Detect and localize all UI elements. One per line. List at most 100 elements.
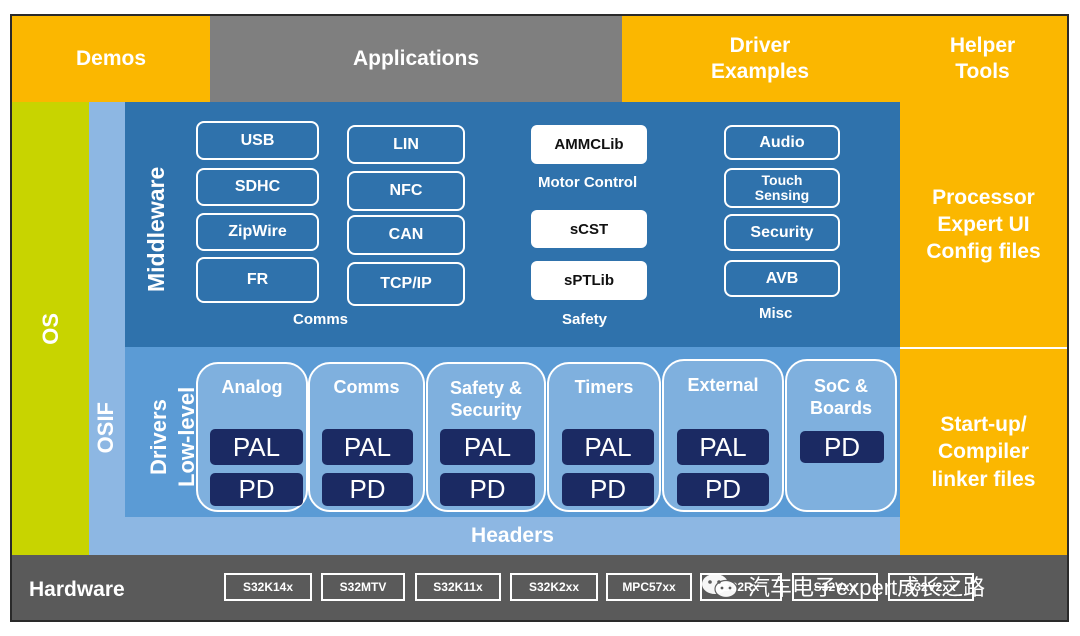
chip-label: S32V2xx: [906, 580, 956, 594]
pd-label: PD: [823, 431, 861, 462]
chip-box: S32Vxx: [792, 573, 878, 601]
pd-box: PD: [322, 473, 413, 506]
applications-label: Applications: [352, 46, 479, 70]
pal-box: PAL: [322, 429, 413, 465]
pal-label: PAL: [232, 431, 281, 462]
pal-label: PAL: [343, 431, 392, 462]
driver-column-title: Comms: [333, 377, 400, 397]
driver-column-title: Timers: [574, 377, 634, 397]
pal-box: PAL: [562, 429, 654, 465]
pd-box: PD: [562, 473, 654, 506]
driver-column-title: Analog: [221, 377, 283, 397]
applications-block: Applications: [210, 16, 622, 102]
motor-control-caption: Motor Control: [538, 174, 638, 191]
nfc-box: NFC: [347, 171, 465, 211]
low-level-drivers-label: Low-level Drivers: [144, 372, 202, 502]
sptlib-label: sPTLib: [563, 272, 614, 289]
misc-caption: Misc: [759, 305, 793, 322]
scst-label: sCST: [569, 220, 609, 238]
pal-box: PAL: [210, 429, 303, 465]
chip-label: S32K11x: [433, 580, 483, 594]
hardware-label: Hardware: [29, 578, 125, 601]
avb-label: AVB: [765, 269, 799, 287]
pal-label: PAL: [584, 431, 632, 462]
demos-label: Demos: [75, 46, 147, 70]
security-label: Security: [750, 223, 814, 241]
zipwire-box: ZipWire: [196, 213, 319, 251]
audio-box: Audio: [724, 125, 840, 160]
pd-label: PD: [349, 474, 386, 504]
driver-examples-label-line2: Examples: [710, 60, 810, 83]
usb-box: USB: [196, 121, 319, 160]
pd-box: PD: [800, 431, 884, 463]
helper-tools-label-line2: Tools: [955, 60, 1010, 83]
fr-box: FR: [196, 257, 319, 303]
chip-box: S32K14x: [224, 573, 312, 601]
driver-column-title: Safety & Security: [449, 378, 523, 420]
os-block: OS: [12, 102, 89, 555]
processor-expert-block: Processor Expert UI Config files: [900, 102, 1067, 347]
processor-expert-label: Processor Expert UI Config files: [926, 185, 1041, 264]
chip-box: MPC57xx: [606, 573, 692, 601]
chip-label: S32K14x: [242, 580, 294, 594]
security-box: Security: [724, 214, 840, 251]
pd-label: PD: [589, 474, 627, 504]
headers-label: Headers: [471, 524, 554, 547]
startup-compiler-block: Start-up/ Compiler linker files: [900, 347, 1067, 555]
diagram-frame: [10, 14, 1069, 622]
watermark: 汽车电子expert成长之路: [700, 568, 1060, 604]
tcpip-box: TCP/IP: [347, 262, 465, 306]
driver-column-title: SoC & Boards: [809, 376, 872, 418]
ammclib-label: AMMCLib: [554, 136, 624, 153]
drivers-label: Drivers: [146, 399, 171, 475]
chip-label: S32Vxx: [813, 580, 857, 594]
usb-label: USB: [240, 131, 275, 149]
chip-label: S32MTV: [339, 580, 387, 594]
headers-bar: Headers: [125, 517, 900, 555]
startup-compiler-label: Start-up/ Compiler linker files: [931, 413, 1036, 491]
pal-label: PAL: [699, 431, 747, 462]
pd-label: PD: [469, 474, 506, 504]
tcpip-label: TCP/IP: [380, 275, 432, 293]
sdhc-label: SDHC: [234, 178, 281, 196]
chip-box: S32V2xx: [888, 573, 974, 601]
pal-box: PAL: [677, 429, 769, 465]
helper-tools-block: Helper Tools: [898, 16, 1067, 102]
sptlib-box: sPTLib: [531, 261, 647, 300]
fr-label: FR: [246, 271, 269, 289]
pd-label: PD: [704, 474, 742, 504]
chip-box: S32K11x: [415, 573, 501, 601]
pal-label: PAL: [463, 431, 512, 462]
chip-box: S32K2xx: [510, 573, 598, 601]
demos-block: Demos: [12, 16, 210, 102]
driver-examples-label-line1: Driver: [729, 33, 791, 57]
pd-box: PD: [210, 473, 303, 506]
sdhc-box: SDHC: [196, 168, 319, 206]
helper-tools-label-line1: Helper: [949, 33, 1016, 57]
zipwire-label: ZipWire: [228, 223, 287, 241]
touch-sensing-label: Touch Sensing: [754, 171, 810, 203]
pd-box: PD: [677, 473, 769, 506]
scst-box: sCST: [531, 210, 647, 248]
audio-label: Audio: [759, 133, 805, 151]
safety-caption: Safety: [562, 311, 608, 328]
chip-label: S32K2xx: [528, 580, 580, 594]
avb-box: AVB: [724, 260, 840, 297]
osif-block: OSIF: [89, 102, 125, 555]
can-box: CAN: [347, 215, 465, 255]
comms-caption: Comms: [293, 311, 349, 328]
os-label: OS: [37, 312, 63, 345]
pal-box: PAL: [440, 429, 535, 465]
driver-column-title: External: [687, 375, 759, 395]
middleware-label: Middleware: [143, 166, 169, 293]
pd-label: PD: [238, 474, 275, 504]
chip-box: S32MTV: [321, 573, 405, 601]
driver-examples-block: Driver Examples: [622, 16, 898, 102]
lin-label: LIN: [393, 135, 419, 153]
touch-sensing-box: Touch Sensing: [724, 168, 840, 208]
chip-label: MPC57xx: [622, 580, 676, 594]
osif-label: OSIF: [93, 402, 118, 454]
ammclib-box: AMMCLib: [531, 125, 647, 164]
wechat-icon: [702, 574, 738, 599]
pd-box: PD: [440, 473, 535, 506]
